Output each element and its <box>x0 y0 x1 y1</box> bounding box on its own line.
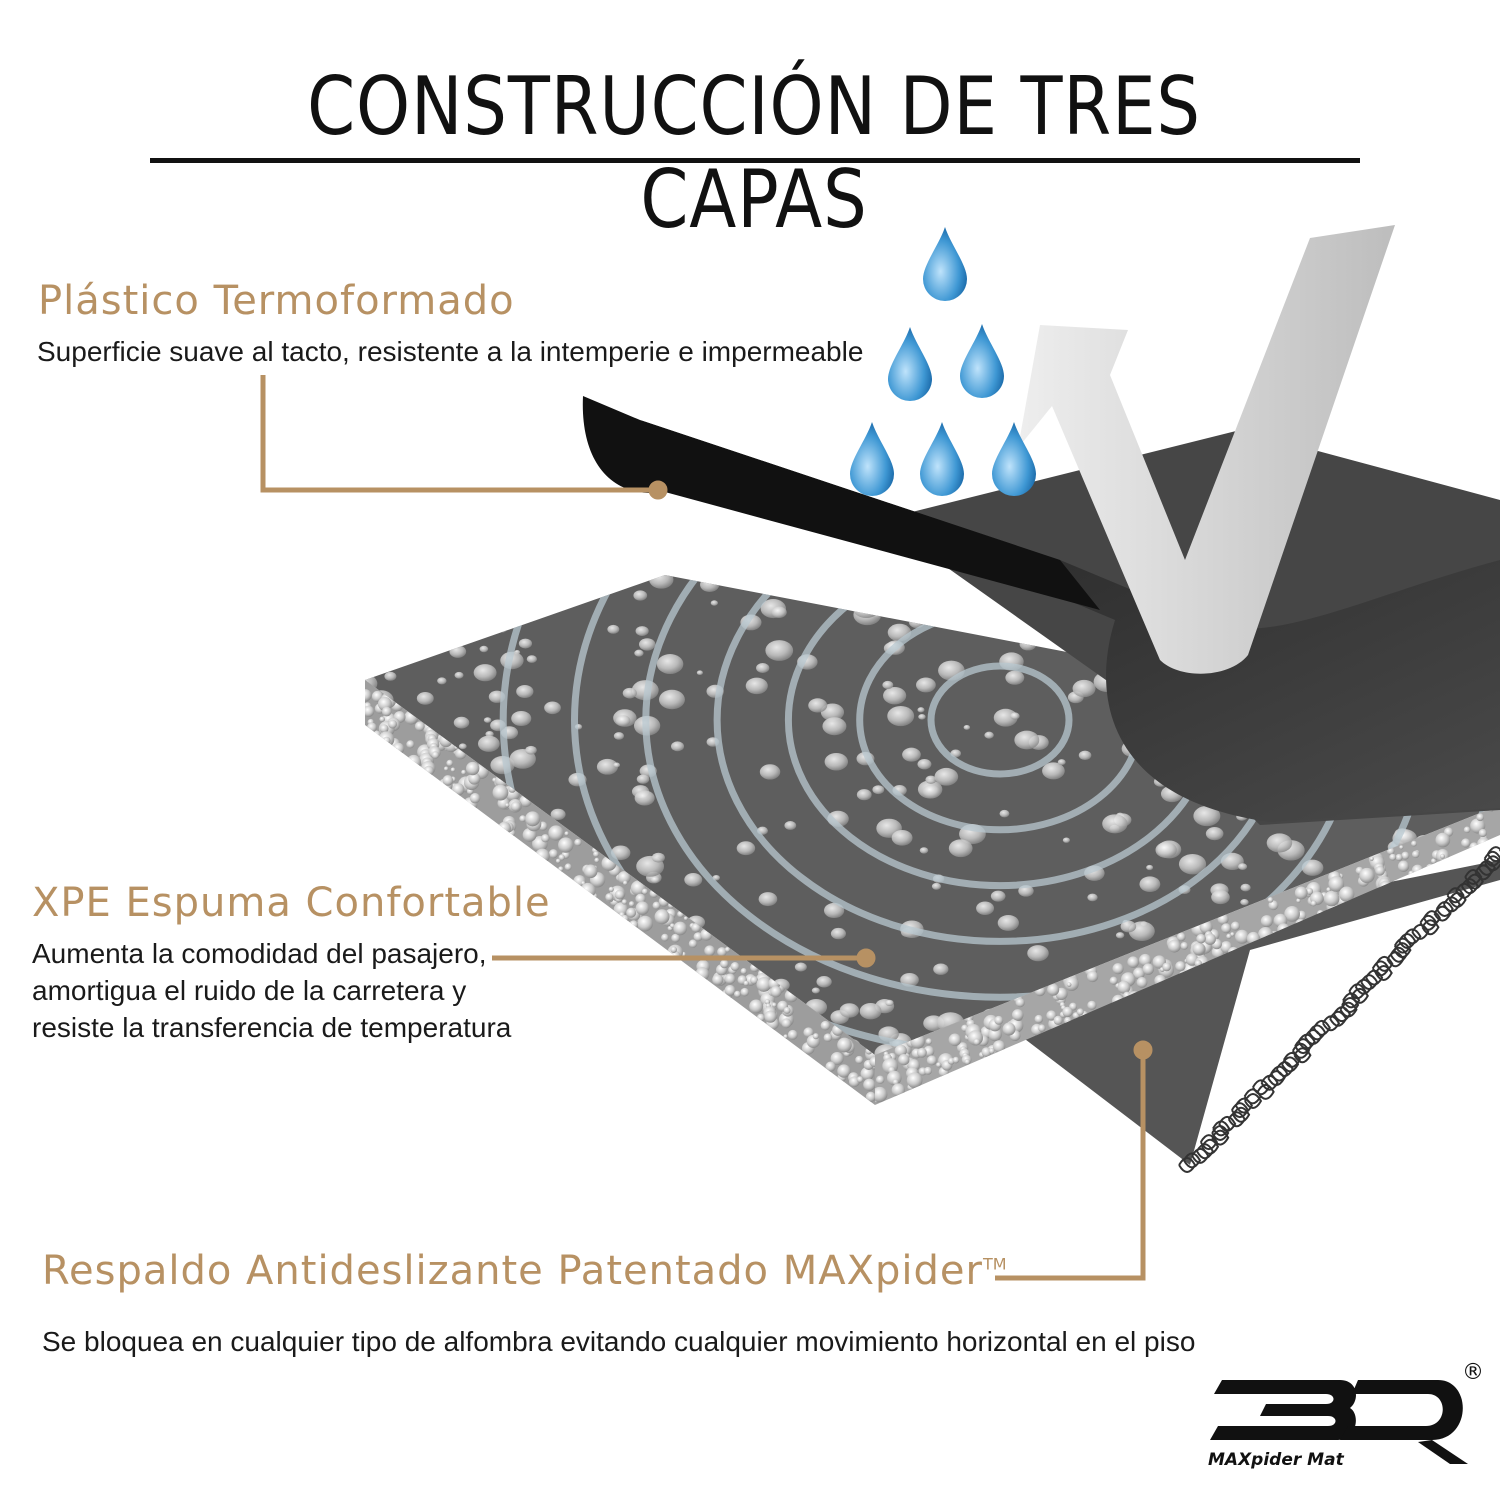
backing-layer <box>1000 846 1500 1173</box>
water-drop-icon <box>850 422 894 496</box>
layer-plastic-description: Superficie suave al tacto, resistente a … <box>37 333 863 370</box>
water-drops <box>850 227 1036 496</box>
layer-foam-heading: XPE Espuma Confortable <box>32 880 551 926</box>
description-line: Superficie suave al tacto, resistente a … <box>37 336 864 367</box>
page-title: CONSTRUCCIÓN DE TRES CAPAS <box>307 60 1201 246</box>
layer-plastic-heading: Plástico Termoformado <box>38 278 515 324</box>
water-drop-icon <box>960 324 1004 398</box>
title-underline <box>150 158 1360 163</box>
layer-backing-heading-text: Respaldo Antideslizante Patentado MAXpid… <box>42 1248 983 1294</box>
layer-foam-description: Aumenta la comodidad del pasajero, amort… <box>32 935 511 1046</box>
water-drop-icon <box>920 422 964 496</box>
brand-logo <box>1210 1380 1468 1464</box>
description-line: amortigua el ruido de la carretera y <box>32 975 467 1006</box>
registered-mark: ® <box>1462 1360 1484 1385</box>
layer-backing-description: Se bloquea en cualquier tipo de alfombra… <box>42 1323 1195 1360</box>
layer-backing-heading: Respaldo Antideslizante Patentado MAXpid… <box>42 1248 1007 1294</box>
description-line: Se bloquea en cualquier tipo de alfombra… <box>42 1326 1196 1357</box>
water-drop-icon <box>888 327 932 401</box>
check-arrow-icon <box>1018 225 1395 674</box>
water-drop-icon <box>992 422 1036 496</box>
leader-lines <box>260 375 1153 1281</box>
description-line: Aumenta la comodidad del pasajero, <box>32 938 487 969</box>
trademark-mark: TM <box>982 1254 1007 1274</box>
water-drop-icon <box>923 227 967 301</box>
description-line: resiste la transferencia de temperatura <box>32 1012 512 1043</box>
brand-logo-text: MAXpider Mat <box>1208 1450 1344 1470</box>
